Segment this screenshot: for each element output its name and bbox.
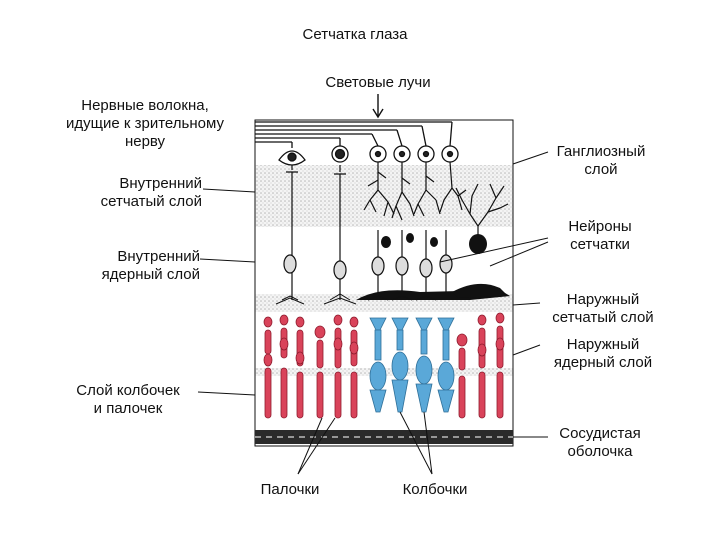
rod	[477, 314, 487, 419]
bipolar-cells	[283, 230, 453, 298]
cones-label: Колбочки	[402, 481, 468, 498]
ganglion-layer-label: Ганглиозный слой	[556, 143, 646, 178]
rod	[456, 333, 468, 419]
rod	[495, 312, 505, 419]
rod	[314, 325, 326, 419]
rods	[263, 312, 505, 419]
cone	[415, 317, 433, 413]
rod	[295, 316, 305, 419]
outer-plexiform-label: Наружный сетчатый слой	[552, 291, 654, 326]
nerve-fibers-label: Нервные волокна, идущие к зрительному не…	[66, 97, 224, 150]
leader-lines	[197, 151, 549, 475]
inner-nuclear-label: Внутренний ядерный слой	[101, 248, 200, 283]
light-rays-arrow	[372, 94, 384, 119]
ganglion-cells	[278, 121, 459, 166]
layer-bands	[255, 165, 513, 376]
rod	[279, 314, 289, 419]
light-rays-label: Световые лучи	[325, 74, 431, 91]
retina-neurons-label: Нейроны сетчатки	[568, 218, 632, 253]
diagram-title: Сетчатка глаза	[302, 26, 408, 43]
cone	[437, 317, 455, 413]
rods-cones-layer-label: Слой колбочек и палочек	[76, 382, 180, 417]
cone	[369, 317, 387, 413]
cones	[369, 317, 455, 413]
outer-synapses	[275, 293, 437, 305]
outer-nuclear-label: Наружный ядерный слой	[553, 336, 653, 371]
horizontal-cell	[356, 283, 510, 300]
amacrine-cells	[381, 233, 487, 254]
rod	[333, 314, 343, 419]
nerve-fiber-lines	[255, 121, 452, 143]
choroid-label: Сосудистая оболочка	[559, 425, 641, 460]
rods-label: Палочки	[260, 481, 320, 498]
cone	[391, 317, 409, 413]
dendrite-trees	[286, 161, 509, 300]
inner-plexiform-label: Внутренний сетчатый слой	[100, 175, 202, 210]
choroid-band	[255, 430, 513, 444]
inner-plexiform-band	[255, 165, 513, 227]
rod	[263, 316, 273, 419]
retina-frame	[254, 119, 514, 447]
rod	[349, 316, 359, 419]
